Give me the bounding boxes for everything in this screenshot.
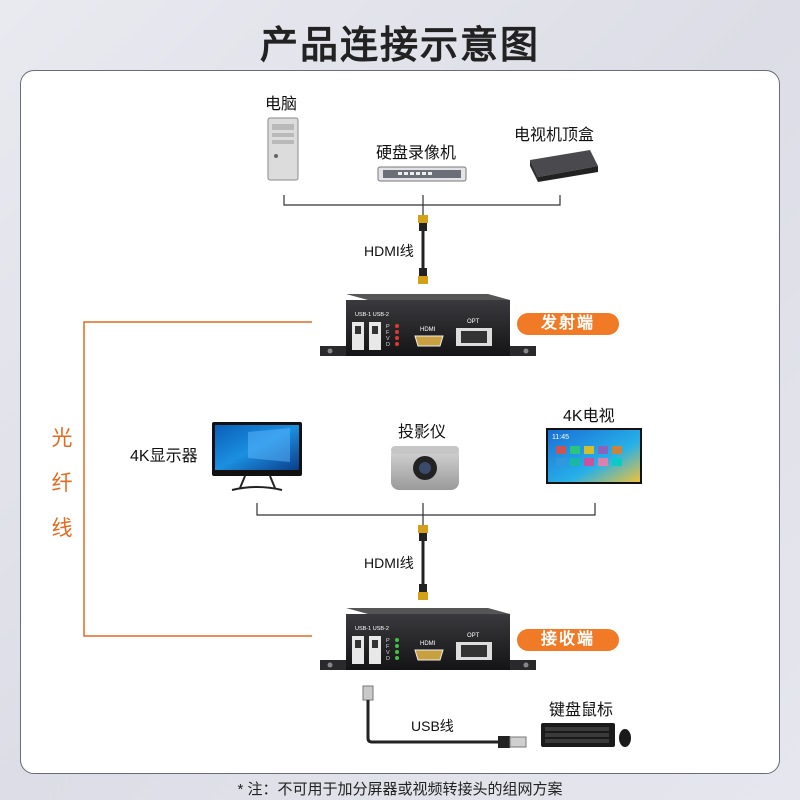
receiver-led-letter: P (386, 638, 390, 644)
receiver-led-letter: V (386, 650, 390, 656)
transmitter-opt-label: OPT (467, 319, 480, 325)
pc-tower-icon (267, 117, 299, 181)
keyboard-mouse-icon (541, 723, 631, 747)
fiber-label-2: 纤 (51, 472, 73, 495)
stb-label: 电视机顶盒 (514, 127, 595, 144)
fiber-label-1: 光 (51, 427, 73, 450)
usb-cable-icon (362, 685, 527, 748)
receiver-usb-label: USB-1 USB-2 (355, 626, 389, 632)
pc-label: 电脑 (265, 96, 298, 113)
hdmi-cable-bottom-icon (418, 525, 428, 600)
tv-icon: 11:45 (546, 428, 642, 484)
footnote: * 注：不可用于加分屏器或视频转接头的组网方案 (237, 781, 563, 798)
transmitter-led-letter: D (386, 342, 390, 348)
fiber-line (83, 321, 312, 637)
transmitter-hdmi-label: HDMI (420, 327, 436, 333)
receiver-hdmi-label: HDMI (420, 641, 436, 647)
receiver-opt-label: OPT (467, 633, 480, 639)
fiber-label-3: 线 (51, 517, 73, 540)
page-title: 产品连接示意图 (259, 25, 540, 67)
transmitter-led-letter: F (386, 330, 390, 336)
hdmi-top-label: HDMI线 (364, 243, 414, 259)
keyboard-mouse-label: 键盘鼠标 (549, 702, 614, 719)
usb-label: USB线 (411, 718, 454, 734)
set-top-box-icon (530, 150, 598, 182)
transmitter-led-letter: V (386, 336, 390, 342)
projector-icon (391, 446, 459, 490)
projector-label: 投影仪 (398, 424, 447, 441)
transmitter-usb-label: USB-1 USB-2 (355, 312, 389, 318)
hdmi-bottom-label: HDMI线 (364, 555, 414, 571)
receiver-led-letter: D (386, 656, 390, 662)
monitor-label: 4K显示器 (130, 448, 198, 465)
receiver-led-letter: F (386, 644, 390, 650)
hdmi-cable-top-icon (418, 215, 428, 284)
monitor-icon (212, 422, 302, 491)
receiver-tag: 接收端 (517, 629, 619, 651)
tv-label: 4K电视 (563, 408, 615, 425)
nvr-icon (377, 166, 467, 182)
transmitter-led-letter: P (386, 324, 390, 330)
tv-clock: 11:45 (552, 434, 569, 441)
nvr-label: 硬盘录像机 (376, 145, 457, 162)
transmitter-tag: 发射端 (517, 313, 619, 335)
